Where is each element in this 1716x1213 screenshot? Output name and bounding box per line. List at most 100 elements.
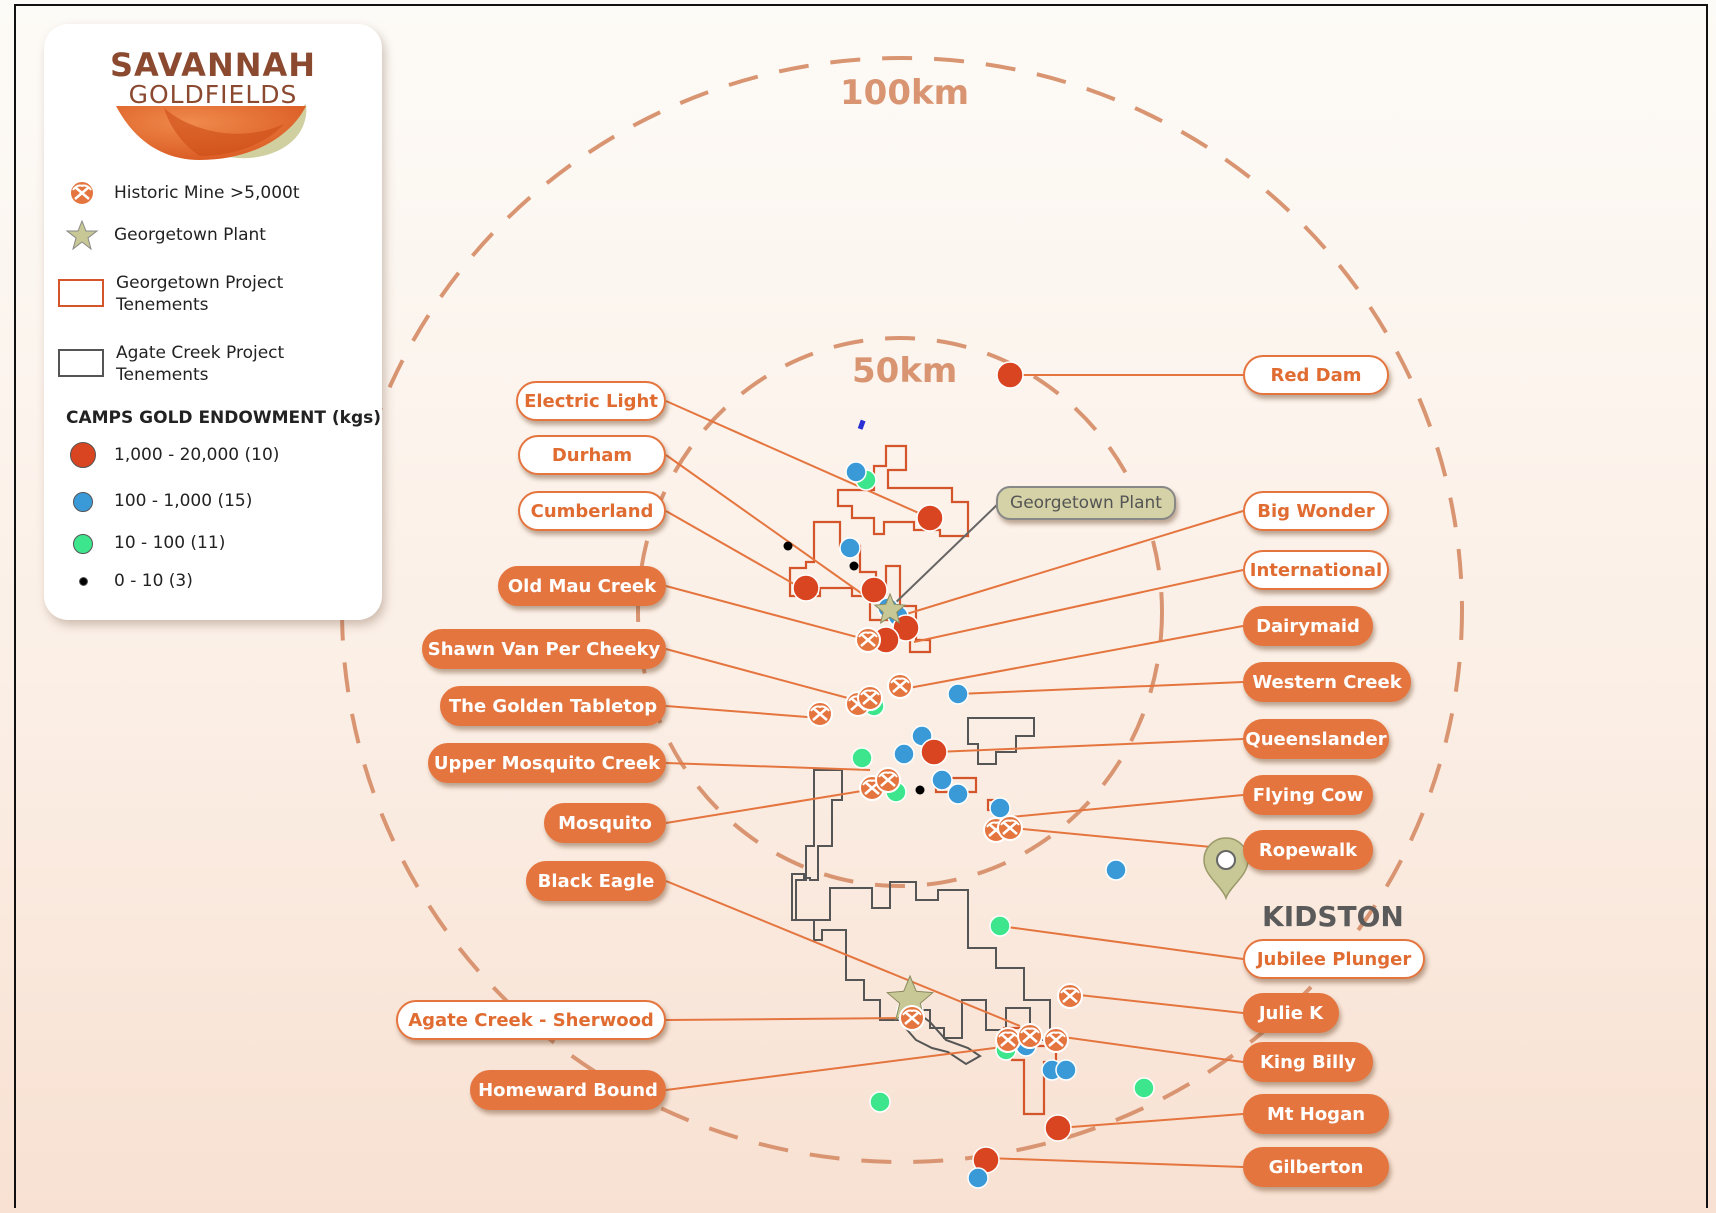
callout-agate-creek-sherwood[interactable]: Agate Creek - Sherwood	[396, 1000, 666, 1040]
callout-electric-light[interactable]: Electric Light	[516, 381, 666, 421]
callout-western-creek[interactable]: Western Creek	[1243, 662, 1411, 702]
callout-georgetown-plant[interactable]: Georgetown Plant	[996, 486, 1176, 520]
blue-camp-dot	[1105, 859, 1127, 881]
black-camp-dot	[915, 785, 925, 795]
green-camp-dot	[869, 1091, 891, 1113]
leader-line	[935, 738, 1244, 753]
leader-line	[665, 585, 869, 641]
pickaxe-marker-heads	[890, 677, 910, 684]
legend-item-historic-mine: Historic Mine >5,000t	[64, 178, 300, 208]
small-tenement-mark	[857, 419, 866, 430]
kidston-label: KIDSTON	[1262, 900, 1404, 933]
pickaxe-marker-heads	[1000, 819, 1020, 826]
callout-gilberton[interactable]: Gilberton	[1243, 1147, 1389, 1187]
callout-old-mau-creek[interactable]: Old Mau Creek	[498, 566, 666, 606]
pickaxe-icon	[807, 701, 833, 727]
pickaxe-marker-handles	[1000, 1033, 1016, 1047]
callout-flying-cow[interactable]: Flying Cow	[1243, 775, 1373, 815]
pickaxe-icon	[857, 685, 883, 711]
pickaxe-icon	[887, 673, 913, 699]
pickaxe-marker-heads	[860, 689, 880, 696]
legend-endowment-heading: CAMPS GOLD ENDOWMENT (kgs)	[66, 408, 381, 428]
blue-camp-dot	[931, 769, 953, 791]
georgetown-plant-leader	[889, 501, 1001, 609]
pickaxe-icon	[1017, 1023, 1043, 1049]
callout-international[interactable]: International	[1243, 550, 1389, 590]
legend-label-georgetown-plant: Georgetown Plant	[114, 225, 266, 245]
pickaxe-marker-handles	[904, 1011, 920, 1025]
grey-outline-rect-icon	[58, 349, 104, 377]
callout-red-dam[interactable]: Red Dam	[1243, 355, 1389, 395]
blue-camp-dot	[947, 783, 969, 805]
pickaxe-marker-handles	[880, 773, 896, 787]
blue-camp-dot	[989, 797, 1011, 819]
brand-logo-icon	[116, 104, 307, 160]
ring-50km	[636, 336, 1164, 888]
pickaxe-marker-heads	[1020, 1027, 1040, 1034]
leader-line	[1055, 1035, 1244, 1063]
pickaxe-marker-heads	[878, 771, 898, 778]
legend-endowment-green: 10 - 100 (11)	[64, 528, 225, 558]
ring-label-50km: 50km	[852, 351, 957, 391]
callout-julie-k[interactable]: Julie K	[1243, 993, 1339, 1033]
callout-jubilee-plunger[interactable]: Jubilee Plunger	[1243, 939, 1425, 979]
leader-line	[665, 400, 931, 519]
callout-queenslander[interactable]: Queenslander	[1243, 719, 1389, 759]
legend-endowment-blue: 100 - 1,000 (15)	[64, 486, 252, 516]
legend-item-georgetown-plant: Georgetown Plant	[64, 220, 266, 250]
leader-line	[665, 1045, 1011, 1091]
leader-line	[1057, 1113, 1244, 1129]
red-camp-dot	[920, 738, 948, 766]
pickaxe-icon	[1057, 983, 1083, 1009]
blue-camp-dot	[839, 537, 861, 559]
callout-homeward-bound[interactable]: Homeward Bound	[470, 1070, 666, 1110]
pickaxe-icon	[69, 180, 95, 206]
callout-the-golden-tabletop[interactable]: The Golden Tabletop	[440, 686, 666, 726]
callout-ropewalk[interactable]: Ropewalk	[1243, 830, 1373, 870]
red-camp-dot	[1044, 1114, 1072, 1142]
leader-line	[1011, 827, 1244, 851]
map-pin-icon	[1203, 837, 1249, 901]
black-camp-dot	[783, 541, 793, 551]
pickaxe-marker-handles	[860, 633, 876, 647]
red-outline-rect-icon	[58, 279, 104, 307]
pickaxe-icon	[997, 815, 1023, 841]
legend-item-georgetown-tenements: Georgetown Project Tenements	[58, 270, 316, 318]
leader-line	[999, 925, 1244, 960]
callout-durham[interactable]: Durham	[518, 435, 666, 475]
pickaxe-marker-handles	[1002, 821, 1018, 835]
callout-mt-hogan[interactable]: Mt Hogan	[1243, 1094, 1389, 1134]
pickaxe-marker-heads	[858, 631, 878, 638]
callout-upper-mosquito-creek[interactable]: Upper Mosquito Creek	[428, 743, 666, 783]
callout-big-wonder[interactable]: Big Wonder	[1243, 491, 1389, 531]
green-camp-dot	[851, 747, 873, 769]
pickaxe-marker-handles	[812, 707, 828, 721]
leader-line	[665, 454, 869, 599]
pickaxe-icon	[875, 767, 901, 793]
leader-line	[665, 789, 869, 824]
legend-endowment-black-label: 0 - 10 (3)	[114, 571, 193, 591]
historic-mine-markers	[807, 627, 1083, 1053]
leader-line	[899, 510, 1244, 617]
legend-label-georgetown-tenements: Georgetown Project Tenements	[116, 273, 284, 315]
pickaxe-marker-handles	[1048, 1033, 1064, 1047]
callout-black-eagle[interactable]: Black Eagle	[526, 861, 666, 901]
pickaxe-icon	[1043, 1027, 1069, 1053]
pickaxe-marker-heads	[810, 705, 830, 712]
plant-stars	[873, 592, 935, 1021]
callout-dairymaid[interactable]: Dairymaid	[1243, 606, 1373, 646]
brand-name-line2: GOLDFIELDS	[128, 80, 298, 109]
leader-line	[665, 762, 871, 771]
callout-cumberland[interactable]: Cumberland	[518, 491, 666, 531]
leader-line	[897, 625, 1244, 691]
pickaxe-icon	[899, 1005, 925, 1031]
callout-mosquito[interactable]: Mosquito	[544, 803, 666, 843]
callout-shawn-van-per-cheeky[interactable]: Shawn Van Per Cheeky	[422, 629, 666, 669]
black-camp-dot	[849, 561, 859, 571]
ring-100km	[340, 56, 1464, 1164]
georgetown-plant-star	[873, 592, 907, 624]
blue-camp-dot	[947, 683, 969, 705]
leader-line	[665, 705, 821, 719]
callout-king-billy[interactable]: King Billy	[1243, 1042, 1373, 1082]
